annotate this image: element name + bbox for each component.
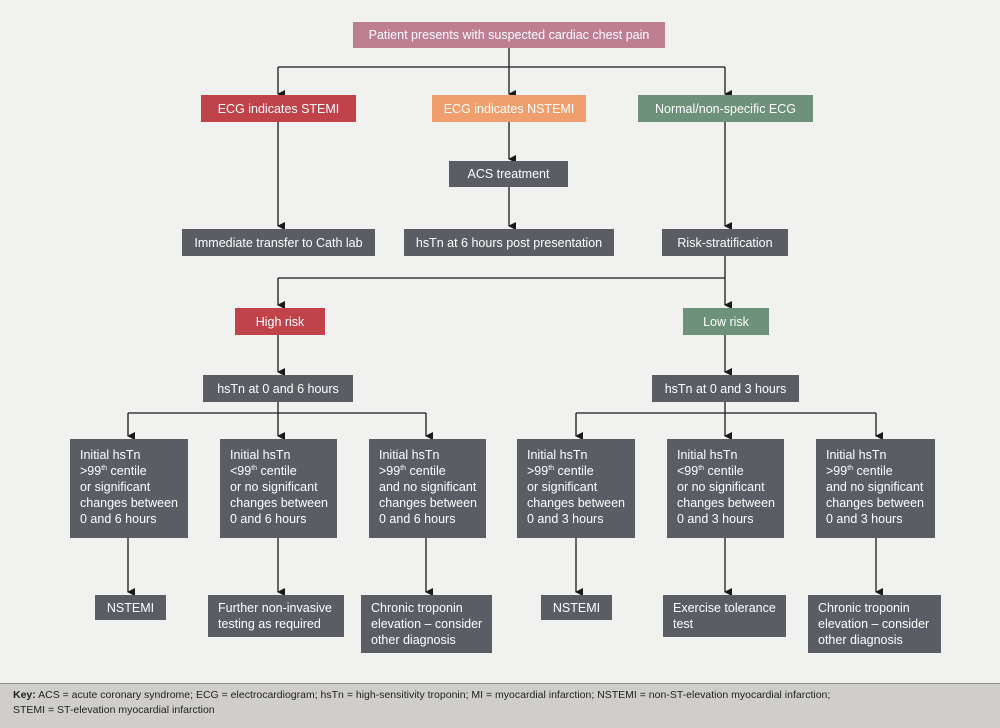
outcome-label: Exercise tolerance test — [673, 601, 776, 631]
normal-ecg-label: Normal/non-specific ECG — [654, 101, 796, 116]
exercise-test-outcome: Exercise tolerance test — [663, 595, 786, 637]
key-line-1: Key: ACS = acute coronary syndrome; ECG … — [13, 688, 988, 703]
key-text: ACS = acute coronary syndrome; ECG = ele… — [35, 689, 831, 701]
criteria-line: Initial hsTn — [826, 448, 887, 462]
criteria-centile-line: >99th centile — [80, 464, 147, 478]
acs-treatment-label: ACS treatment — [467, 167, 550, 181]
chronic-outcome-low: Chronic troponin elevation – consider ot… — [808, 595, 941, 653]
high-risk-label: High risk — [255, 314, 305, 329]
cath-lab-label: Immediate transfer to Cath lab — [194, 235, 363, 250]
criteria-line: changes between — [230, 496, 328, 510]
criteria-line: 0 and 3 hours — [826, 512, 903, 526]
high-risk-node: High risk — [235, 308, 325, 335]
criteria-centile-line: >99th centile — [527, 464, 594, 478]
hstn-0-3-node: hsTn at 0 and 3 hours — [652, 375, 799, 402]
criteria-line: Initial hsTn — [80, 448, 141, 462]
outcome-label: Chronic troponin elevation – consider ot… — [371, 601, 483, 647]
criteria-line: changes between — [379, 496, 477, 510]
hstn-0-6-node: hsTn at 0 and 6 hours — [203, 375, 353, 402]
criteria-line: Initial hsTn — [379, 448, 440, 462]
criteria-line: and no significant — [379, 480, 477, 494]
criteria-box-high-2: Initial hsTn <99th centile or no signifi… — [220, 439, 337, 538]
criteria-line: changes between — [527, 496, 625, 510]
hstn-0-3-label: hsTn at 0 and 3 hours — [664, 381, 787, 396]
stemi-ecg-node: ECG indicates STEMI — [201, 95, 356, 122]
outcome-label: Chronic troponin elevation – consider ot… — [818, 601, 930, 647]
criteria-centile-line: <99th centile — [230, 464, 297, 478]
stemi-ecg-label: ECG indicates STEMI — [217, 101, 340, 116]
risk-strat-node: Risk-stratification — [662, 229, 788, 256]
criteria-line: 0 and 3 hours — [527, 512, 604, 526]
normal-ecg-node: Normal/non-specific ECG — [638, 95, 813, 122]
outcome-label: NSTEMI — [552, 600, 601, 615]
criteria-line: Initial hsTn — [677, 448, 738, 462]
hstn-6h-post-label: hsTn at 6 hours post presentation — [415, 235, 603, 250]
outcome-label: NSTEMI — [106, 600, 155, 615]
criteria-line: 0 and 6 hours — [230, 512, 307, 526]
further-testing-outcome: Further non-invasive testing as required — [208, 595, 344, 637]
presents-label: Patient presents with suspected cardiac … — [368, 28, 650, 42]
key-label: Key: — [13, 689, 36, 701]
criteria-box-low-2: Initial hsTn <99th centile or no signifi… — [667, 439, 784, 538]
criteria-line: or no significant — [677, 480, 765, 494]
criteria-line: 0 and 3 hours — [677, 512, 754, 526]
cath-lab-node: Immediate transfer to Cath lab — [182, 229, 375, 256]
outcome-label: Further non-invasive testing as required — [218, 601, 332, 631]
criteria-box-low-1: Initial hsTn >99th centile or significan… — [517, 439, 635, 538]
criteria-line: changes between — [826, 496, 924, 510]
criteria-centile-line: <99th centile — [677, 464, 744, 478]
criteria-line: or no significant — [230, 480, 318, 494]
nstemi-ecg-node: ECG indicates NSTEMI — [432, 95, 586, 122]
presents-node: Patient presents with suspected cardiac … — [353, 22, 665, 48]
chronic-outcome-high: Chronic troponin elevation – consider ot… — [361, 595, 492, 653]
criteria-line: changes between — [677, 496, 775, 510]
low-risk-node: Low risk — [683, 308, 769, 335]
risk-strat-label: Risk-stratification — [677, 235, 773, 250]
criteria-line: Initial hsTn — [527, 448, 588, 462]
hstn-6h-post-node: hsTn at 6 hours post presentation — [404, 229, 614, 256]
nstemi-outcome-low: NSTEMI — [541, 595, 612, 620]
criteria-box-low-3: Initial hsTn >99th centile and no signif… — [816, 439, 935, 538]
key-footer: Key: ACS = acute coronary syndrome; ECG … — [0, 683, 1000, 728]
criteria-box-high-3: Initial hsTn >99th centile and no signif… — [369, 439, 486, 538]
criteria-line: and no significant — [826, 480, 924, 494]
criteria-box-high-1: Initial hsTn >99th centile or significan… — [70, 439, 188, 538]
criteria-line: Initial hsTn — [230, 448, 291, 462]
acs-treatment-node: ACS treatment — [449, 161, 568, 187]
nstemi-outcome-high: NSTEMI — [95, 595, 166, 620]
key-line-2: STEMI = ST-elevation myocardial infarcti… — [13, 704, 215, 716]
hstn-0-6-label: hsTn at 0 and 6 hours — [217, 381, 339, 396]
criteria-line: 0 and 6 hours — [379, 512, 456, 526]
nstemi-ecg-label: ECG indicates NSTEMI — [443, 101, 575, 116]
criteria-centile-line: >99th centile — [826, 464, 893, 478]
low-risk-label: Low risk — [703, 314, 749, 329]
criteria-line: or significant — [527, 480, 598, 494]
criteria-line: or significant — [80, 480, 151, 494]
criteria-line: 0 and 6 hours — [80, 512, 157, 526]
criteria-centile-line: >99th centile — [379, 464, 446, 478]
criteria-line: changes between — [80, 496, 178, 510]
